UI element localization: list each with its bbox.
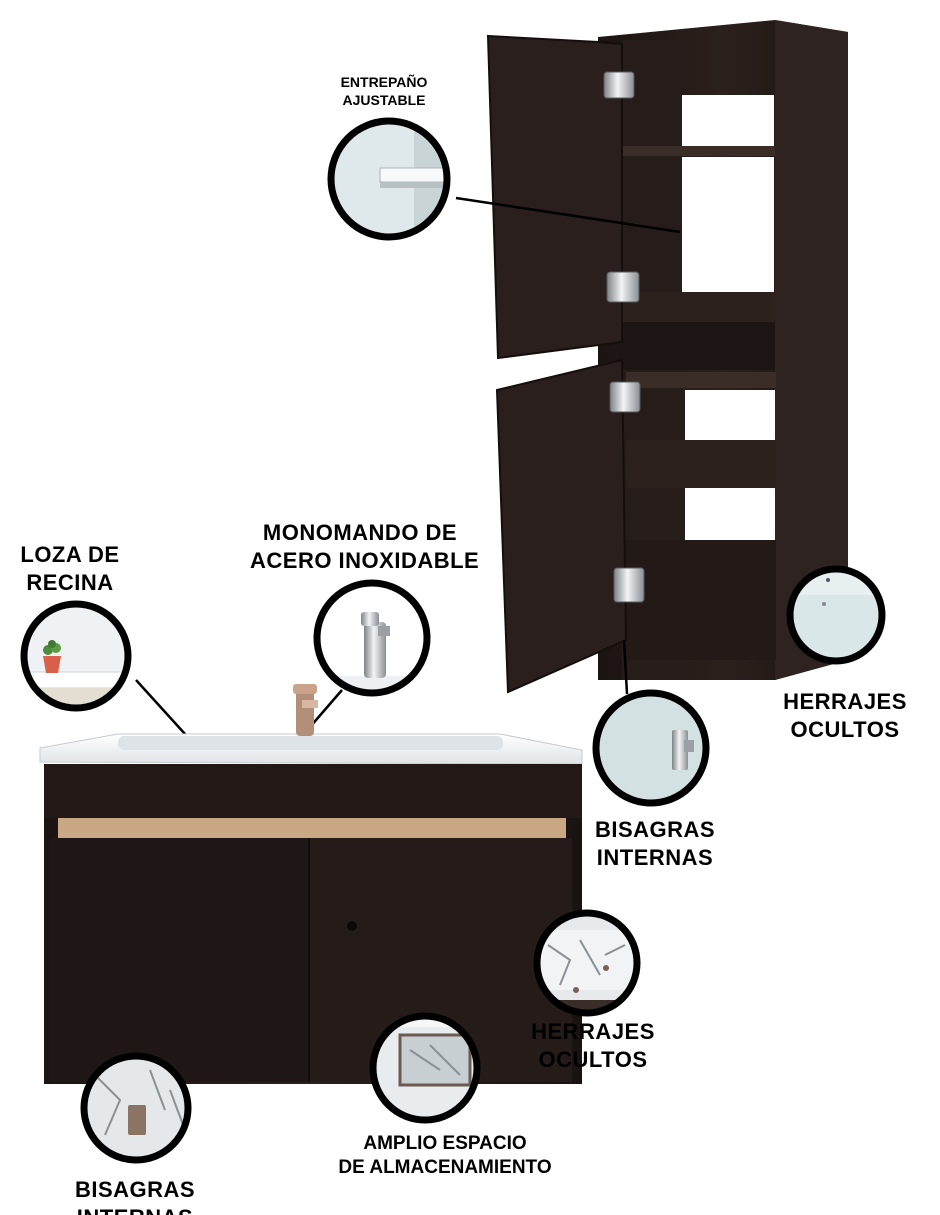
label-amplio-line1: AMPLIO ESPACIO xyxy=(363,1133,527,1154)
tall-cabinet-shelves xyxy=(620,146,776,660)
detail-circle-entrepano xyxy=(327,117,451,241)
label-herrajes-top-line2: OCULTOS xyxy=(790,716,900,742)
label-herrajes-bottom-line1: HERRAJES xyxy=(531,1019,655,1044)
tall-cabinet-side-panel xyxy=(775,20,848,680)
label-herrajes-bottom: HERRAJES OCULTOS xyxy=(528,1018,658,1073)
label-amplio: AMPLIO ESPACIO DE ALMACENAMIENTO xyxy=(320,1132,570,1180)
label-herrajes-top-line1: HERRAJES xyxy=(783,689,907,714)
detail-circle-loza xyxy=(20,600,132,712)
label-bisagras-bottom-line1: BISAGRAS xyxy=(74,1177,196,1202)
faucet-icon xyxy=(293,684,318,736)
label-herrajes-bottom-line2: OCULTOS xyxy=(538,1046,648,1072)
label-bisagras-top-line2: INTERNAS xyxy=(596,844,714,870)
label-entrepano-line1: ENTREPAÑO xyxy=(340,74,428,90)
label-bisagras-top: BISAGRAS INTERNAS xyxy=(590,816,720,871)
detail-circle-herrajes-bottom xyxy=(533,909,641,1017)
label-monomando: MONOMANDO DE ACERO INOXIDABLE xyxy=(250,519,480,574)
label-herrajes-top: HERRAJES OCULTOS xyxy=(780,688,910,743)
label-entrepano: ENTREPAÑO AJUSTABLE xyxy=(330,74,438,109)
tall-cabinet-upper-door xyxy=(486,34,623,360)
detail-circle-herrajes-top xyxy=(786,565,886,665)
vanity-door-left xyxy=(50,838,308,1082)
vanity-trim xyxy=(58,818,566,838)
label-loza: LOZA DE RECINA xyxy=(10,541,130,596)
label-monomando-line1: MONOMANDO DE xyxy=(262,520,458,545)
detail-circle-amplio xyxy=(369,1012,481,1124)
label-loza-line1: LOZA DE xyxy=(20,542,120,567)
tall-cabinet-lower-door xyxy=(495,358,628,694)
tall-cabinet xyxy=(486,20,848,694)
label-loza-line2: RECINA xyxy=(26,569,114,595)
vanity-cabinet xyxy=(39,684,583,1084)
detail-circle-bisagras-bottom xyxy=(80,1052,192,1164)
detail-circle-monomando xyxy=(313,579,431,697)
hinge-icon xyxy=(603,71,645,603)
label-bisagras-bottom-line2: INTERNAS xyxy=(70,1204,200,1215)
label-bisagras-bottom: BISAGRAS INTERNAS xyxy=(70,1176,200,1215)
label-monomando-line2: ACERO INOXIDABLE xyxy=(250,547,480,573)
label-entrepano-line2: AJUSTABLE xyxy=(342,91,426,108)
detail-circle-bisagras-top xyxy=(592,689,710,807)
label-amplio-line2: DE ALMACENAMIENTO xyxy=(338,1156,552,1178)
label-bisagras-top-line1: BISAGRAS xyxy=(594,817,716,842)
